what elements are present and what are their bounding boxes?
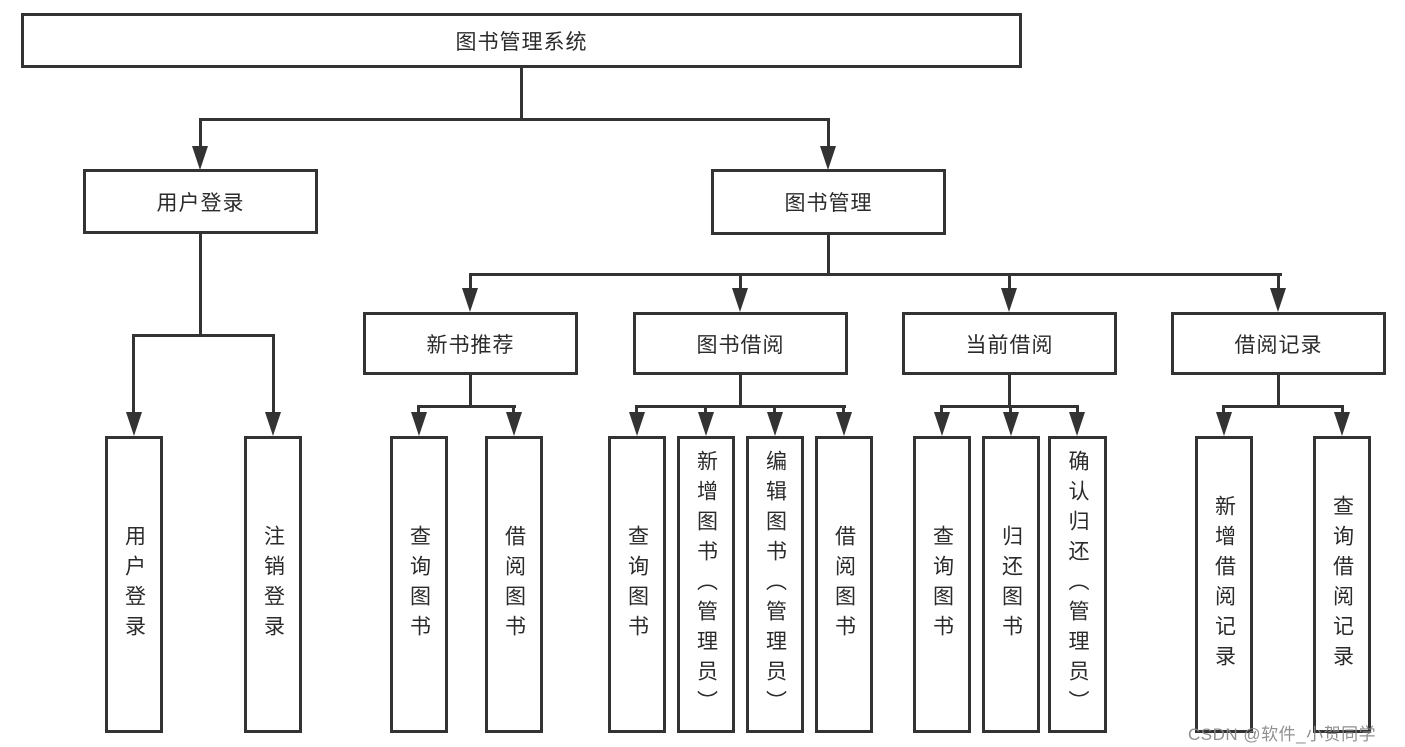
leaf-add-borrow-record: 新增借阅记录 <box>1195 436 1253 733</box>
arrowhead <box>126 412 142 436</box>
connector <box>418 405 516 408</box>
connector <box>827 235 830 276</box>
leaf-query-books-borrow: 查询图书 <box>608 436 666 733</box>
connector <box>1008 375 1011 408</box>
watermark-text: CSDN @软件_小贺同学 <box>1188 725 1377 744</box>
connector <box>132 334 275 337</box>
connector <box>1277 273 1280 293</box>
leaf-query-borrow-record: 查询借阅记录 <box>1313 436 1371 733</box>
connector <box>520 68 523 121</box>
leaf-confirm-return-admin: 确认归还（管理员） <box>1048 436 1107 733</box>
node-new-book-recommend: 新书推荐 <box>363 312 578 375</box>
connector <box>469 273 1282 276</box>
connector <box>132 334 135 416</box>
arrowhead <box>732 288 748 312</box>
leaf-query-books-recommend: 查询图书 <box>390 436 448 733</box>
arrowhead <box>411 412 427 436</box>
connector <box>469 375 472 408</box>
node-borrow-records: 借阅记录 <box>1171 312 1386 375</box>
leaf-borrow-books-recommend: 借阅图书 <box>485 436 543 733</box>
arrowhead <box>1069 412 1085 436</box>
arrowhead <box>1001 288 1017 312</box>
leaf-user-login: 用户登录 <box>105 436 163 733</box>
arrowhead <box>698 412 714 436</box>
arrowhead <box>192 146 208 170</box>
node-book-management: 图书管理 <box>711 169 946 235</box>
connector <box>1222 405 1344 408</box>
arrowhead <box>1334 412 1350 436</box>
leaf-query-books-current: 查询图书 <box>913 436 971 733</box>
leaf-borrow-books: 借阅图书 <box>815 436 873 733</box>
arrowhead <box>1003 412 1019 436</box>
connector <box>199 118 830 121</box>
leaf-add-book-admin: 新增图书（管理员） <box>677 436 735 733</box>
leaf-edit-book-admin: 编辑图书（管理员） <box>746 436 804 733</box>
connector <box>636 405 846 408</box>
connector <box>199 118 202 150</box>
arrowhead <box>1216 412 1232 436</box>
arrowhead <box>462 288 478 312</box>
connector <box>1277 375 1280 408</box>
arrowhead <box>506 412 522 436</box>
leaf-return-book: 归还图书 <box>982 436 1040 733</box>
connector <box>469 273 472 293</box>
node-root: 图书管理系统 <box>21 13 1022 68</box>
node-user-login: 用户登录 <box>83 169 318 234</box>
arrowhead <box>767 412 783 436</box>
connector <box>739 375 742 408</box>
arrowhead <box>934 412 950 436</box>
arrowhead <box>629 412 645 436</box>
connector <box>739 273 742 293</box>
connector <box>827 118 830 150</box>
connector <box>1008 273 1011 293</box>
arrowhead <box>836 412 852 436</box>
arrowhead <box>1270 288 1286 312</box>
connector <box>272 334 275 416</box>
leaf-logout: 注销登录 <box>244 436 302 733</box>
arrowhead <box>820 146 836 170</box>
node-current-borrow: 当前借阅 <box>902 312 1117 375</box>
connector <box>199 234 202 337</box>
arrowhead <box>265 412 281 436</box>
node-book-borrow: 图书借阅 <box>633 312 848 375</box>
